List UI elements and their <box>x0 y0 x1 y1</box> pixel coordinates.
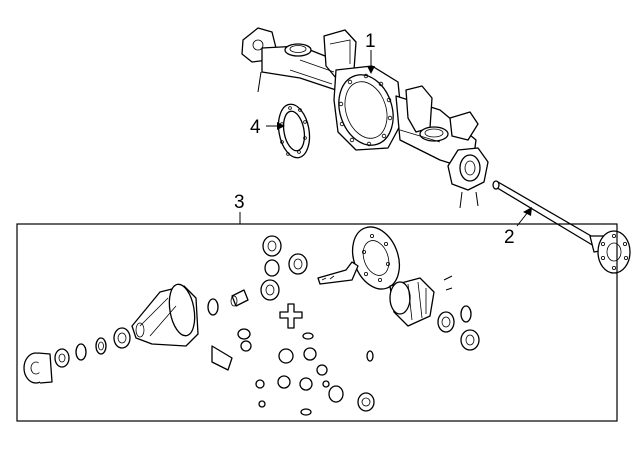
cover-gasket[interactable] <box>275 102 314 160</box>
axle-housing[interactable] <box>241 27 489 209</box>
callout-3: 3 <box>234 192 245 213</box>
callout-2: 2 <box>504 227 515 248</box>
axle-shaft[interactable] <box>492 180 631 274</box>
differential-parts[interactable] <box>23 220 480 416</box>
callout-1: 1 <box>365 31 376 52</box>
differential-kit-frame <box>16 223 618 422</box>
leader-lines <box>239 50 532 227</box>
callout-4: 4 <box>250 117 261 138</box>
